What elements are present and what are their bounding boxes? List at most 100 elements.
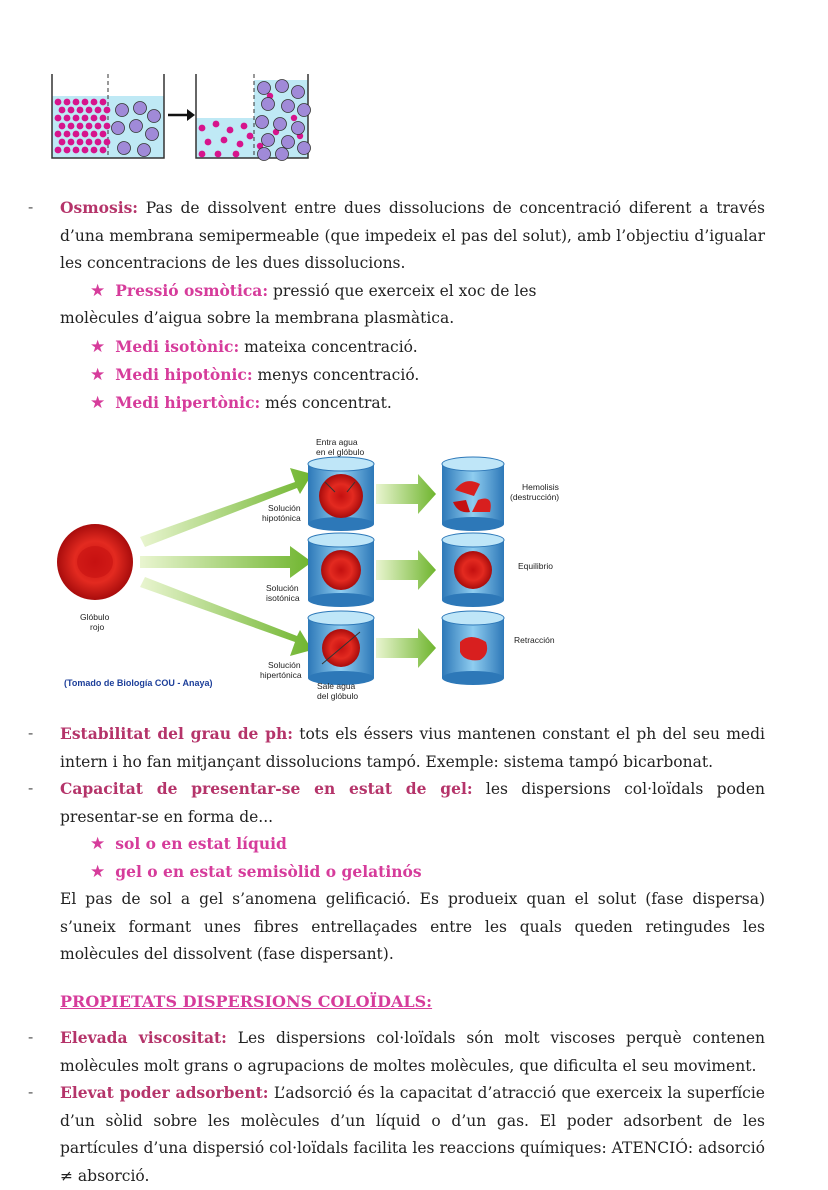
adsorbent-term: Elevat poder adsorbent: xyxy=(60,1083,269,1102)
solute-particle xyxy=(99,98,107,106)
water-particle xyxy=(137,143,151,157)
cylinder-isotonica xyxy=(307,532,375,607)
solute-particle xyxy=(67,106,75,114)
solute-particle xyxy=(94,138,102,146)
label-entra-1: Entra agua xyxy=(316,437,358,447)
arrow-isotonica xyxy=(140,546,312,578)
solute-particle xyxy=(72,146,80,154)
label-hipertonica-1: Solución xyxy=(268,660,301,670)
solute-particle xyxy=(54,98,62,106)
solute-particle xyxy=(58,122,66,130)
medi-text: mateixa concentració. xyxy=(239,338,418,356)
star-icon: ★ xyxy=(90,393,106,413)
solute-particle xyxy=(90,98,98,106)
solute-particle xyxy=(99,146,107,154)
solute-particle xyxy=(212,120,220,128)
pressio-text: pressió que exerceix el xoc de les xyxy=(268,282,537,300)
solute-particle xyxy=(232,150,240,158)
capacitat-term: Capacitat de presentar-se en estat de ge… xyxy=(60,779,473,798)
water-particle xyxy=(291,121,305,135)
solute-particle xyxy=(90,130,98,138)
medi-text: menys concentració. xyxy=(252,366,420,384)
estat-sol-line: ★ sol o en estat líquid xyxy=(90,830,287,859)
osmosis-text: Pas de dissolvent entre dues dissolucion… xyxy=(60,199,765,272)
solute-particle xyxy=(240,122,248,130)
solute-particle xyxy=(63,130,71,138)
label-entra-2: en el glóbulo xyxy=(316,447,364,457)
solute-particle xyxy=(99,114,107,122)
water-particle xyxy=(117,141,131,155)
estabilitat-term: Estabilitat del grau de ph: xyxy=(60,724,293,743)
water-particle xyxy=(261,133,275,147)
label-retraccion: Retracción xyxy=(514,635,555,645)
star-icon: ★ xyxy=(90,281,106,301)
solute-particle xyxy=(67,138,75,146)
solute-particle xyxy=(85,138,93,146)
star-icon: ★ xyxy=(90,834,106,854)
solute-particle xyxy=(76,106,84,114)
water-particle xyxy=(281,99,295,113)
solute-particle xyxy=(54,146,62,154)
water-particle xyxy=(291,85,305,99)
solute-particle xyxy=(76,138,84,146)
arrow-hipotonica xyxy=(140,468,312,547)
solute-particle xyxy=(85,106,93,114)
adsorbent-text: L’adsorció és la capacitat d’atracció qu… xyxy=(60,1084,765,1185)
solute-particle xyxy=(204,138,212,146)
solute-particle xyxy=(198,124,206,132)
solute-particle xyxy=(81,130,89,138)
label-hipertonica-2: hipertónica xyxy=(260,670,302,680)
water-particle xyxy=(129,119,143,133)
estat-sol: sol o en estat líquid xyxy=(115,834,287,853)
water-particle xyxy=(147,109,161,123)
bullet-dash: - xyxy=(28,198,34,216)
solute-particle xyxy=(81,146,89,154)
medi-term: Medi isotònic: xyxy=(115,337,240,356)
viscositat-paragraph: Elevada viscositat: Les dispersions col·… xyxy=(60,1024,765,1080)
estabilitat-text: tots els éssers vius mantenen constant e… xyxy=(60,725,765,771)
solute-particle xyxy=(58,138,66,146)
viscositat-text: Les dispersions col·loïdals són molt vis… xyxy=(60,1029,765,1075)
pressio-continuation: molècules d’aigua sobre la membrana plas… xyxy=(60,309,455,327)
solute-particle xyxy=(81,98,89,106)
osmosis-beakers-diagram xyxy=(51,74,311,161)
label-sale-1: Sale agua xyxy=(317,681,356,691)
water-particle xyxy=(115,103,129,117)
water-particle xyxy=(275,79,289,93)
star-icon: ★ xyxy=(90,862,106,882)
solute-particle xyxy=(290,114,298,122)
cylinder-retraccion xyxy=(441,610,505,685)
water-particle xyxy=(133,101,147,115)
water-particle xyxy=(145,127,159,141)
cylinder-hipotonica xyxy=(307,456,375,531)
water-particle xyxy=(257,81,271,95)
label-hipotonica-2: hipotónica xyxy=(262,513,301,523)
water-particle xyxy=(257,147,271,161)
solute-particle xyxy=(103,122,111,130)
blood-cell-tonicity-diagram: Entra agua en el glóbulo Solución hipotó… xyxy=(57,437,559,701)
osmosis-term: Osmosis: xyxy=(60,198,139,217)
solute-particle xyxy=(85,122,93,130)
solute-particle xyxy=(94,122,102,130)
arrow-hipertonica xyxy=(140,577,312,656)
water-particle xyxy=(111,121,125,135)
solute-particle xyxy=(198,150,206,158)
water-particle xyxy=(297,141,311,155)
gelificacio-paragraph: El pas de sol a gel s’anomena gelificaci… xyxy=(60,890,765,963)
cylinder-hipertonica xyxy=(307,610,375,685)
estat-gel: gel o en estat semisòlid o gelatinós xyxy=(115,862,422,881)
bullet-dash: - xyxy=(28,724,34,742)
label-isotonica-1: Solución xyxy=(266,583,299,593)
solute-particle xyxy=(72,98,80,106)
label-hemolisis-1: Hemolisis xyxy=(522,482,559,492)
estat-gel-line: ★ gel o en estat semisòlid o gelatinós xyxy=(90,858,422,887)
solute-particle xyxy=(81,114,89,122)
solute-particle xyxy=(214,150,222,158)
solute-particle xyxy=(90,146,98,154)
label-globulo-1: Glóbulo xyxy=(80,612,110,622)
label-isotonica-2: isotónica xyxy=(266,593,300,603)
bullet-dash: - xyxy=(28,779,34,797)
cylinder-equilibrio xyxy=(441,532,505,607)
label-hipotonica-1: Solución xyxy=(268,503,301,513)
osmosis-paragraph: Osmosis: Pas de dissolvent entre dues di… xyxy=(60,194,765,278)
